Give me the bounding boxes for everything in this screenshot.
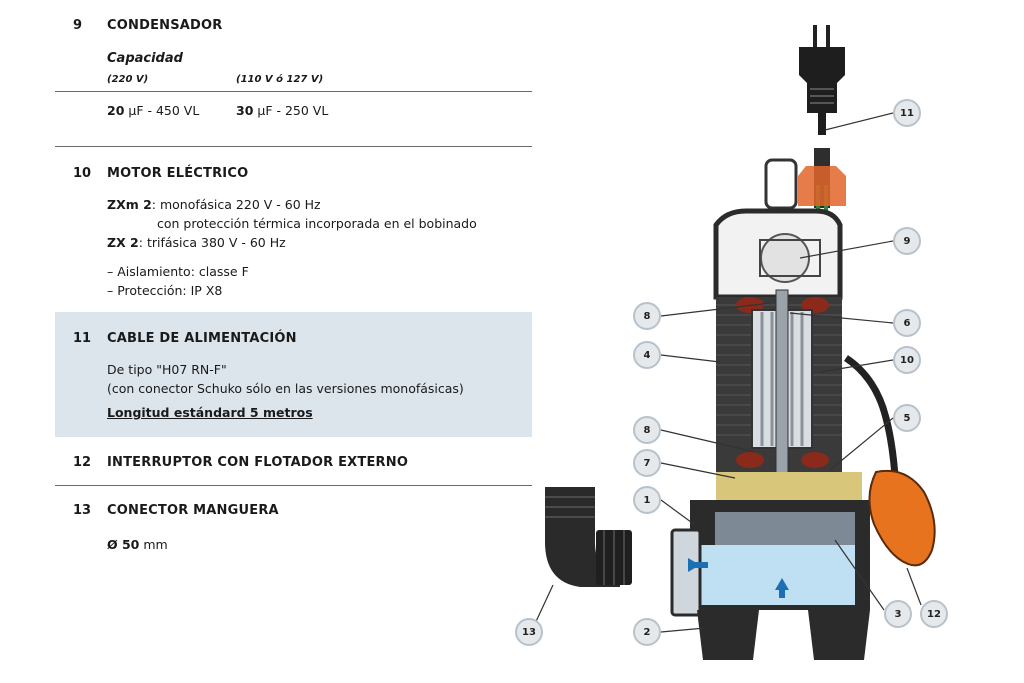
section-number: 13 [73, 503, 92, 518]
float-switch-icon [868, 470, 936, 567]
model-label: ZX 2 [107, 235, 139, 250]
section-title: INTERRUPTOR CON FLOTADOR EXTERNO [107, 455, 409, 470]
callout-6: 6 [893, 309, 921, 337]
callout-11: 11 [893, 99, 921, 127]
divider [55, 485, 532, 486]
capacitor-value-220: 20 µF - 450 VL [107, 103, 199, 118]
model-spec: : monofásica 220 V - 60 Hz [151, 197, 321, 212]
value-rest: µF - 250 VL [253, 103, 329, 118]
divider [55, 146, 532, 147]
section-title: CABLE DE ALIMENTACIÓN [107, 331, 297, 346]
model-label: ZXm 2 [107, 197, 152, 212]
callout-1: 1 [633, 486, 661, 514]
callout-10: 10 [893, 346, 921, 374]
value-rest: µF - 450 VL [124, 103, 200, 118]
voltage-label-110: (110 V ó 127 V) [236, 74, 324, 85]
hose-diameter: Ø 50 mm [107, 537, 168, 552]
value-rest: mm [139, 537, 168, 552]
protection-text: – Protección: IP X8 [107, 283, 223, 298]
voltage-label-220: (220 V) [107, 74, 149, 85]
callout-8-top: 8 [633, 302, 661, 330]
callout-5: 5 [893, 404, 921, 432]
callout-7: 7 [633, 449, 661, 477]
divider [55, 91, 532, 92]
model-spec: : trifásica 380 V - 60 Hz [138, 235, 286, 250]
section-number: 12 [73, 455, 92, 470]
hose-connector-icon [545, 487, 632, 587]
section-number: 10 [73, 166, 92, 181]
highlight-box [55, 312, 532, 437]
value-bold: 30 [236, 103, 254, 118]
capacity-label: Capacidad [107, 51, 183, 66]
insulation-text: – Aislamiento: classe F [107, 264, 249, 279]
cable-connector: (con conector Schuko sólo en las version… [107, 381, 464, 396]
callout-9: 9 [893, 227, 921, 255]
callout-4: 4 [633, 341, 661, 369]
section-number: 11 [73, 331, 92, 346]
motor-zxm2-line: ZXm 2: monofásica 220 V - 60 Hz [107, 197, 321, 212]
value-bold: Ø 50 [107, 537, 140, 552]
section-title: CONECTOR MANGUERA [107, 503, 279, 518]
motor-zx2-line: ZX 2: trifásica 380 V - 60 Hz [107, 235, 286, 250]
callout-2: 2 [633, 618, 661, 646]
callout-3: 3 [884, 600, 912, 628]
cable-length: Longitud estándard 5 metros [107, 405, 313, 420]
pump-cutaway-illustration [535, 25, 936, 660]
callout-12: 12 [920, 600, 948, 628]
section-title: CONDENSADOR [107, 18, 223, 33]
capacitor-value-110: 30 µF - 250 VL [236, 103, 328, 118]
motor-zxm2-protection: con protección térmica incorporada en el… [157, 216, 477, 231]
section-title: MOTOR ELÉCTRICO [107, 166, 249, 181]
section-number: 9 [73, 18, 83, 33]
cable-type: De tipo "H07 RN-F" [107, 362, 227, 377]
callout-13: 13 [515, 618, 543, 646]
callout-8-bottom: 8 [633, 416, 661, 444]
value-bold: 20 [107, 103, 125, 118]
schuko-plug-icon [799, 25, 845, 135]
